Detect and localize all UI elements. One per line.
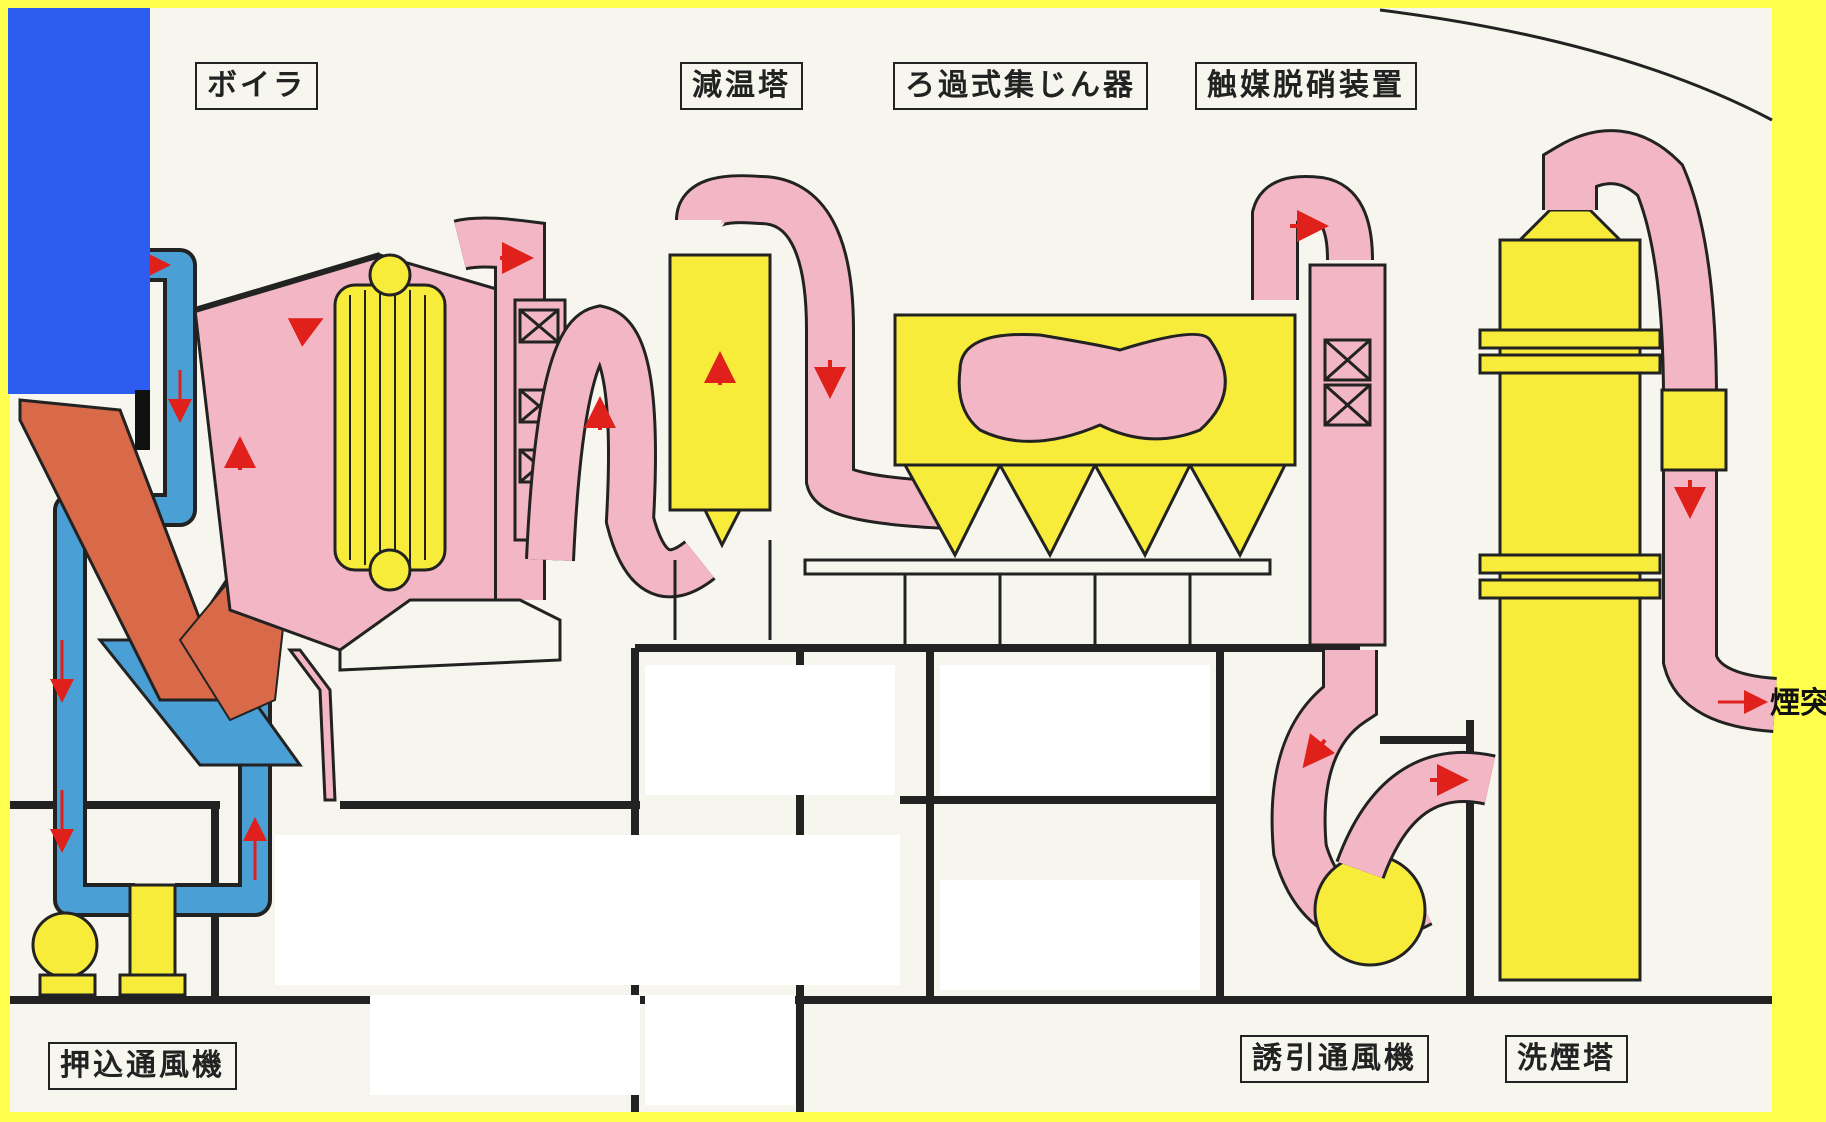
label-forced-draft-fan: 押込通風機 (48, 1042, 237, 1090)
forced-fan-body (128, 883, 177, 977)
label-denitrification: 触媒脱硝装置 (1195, 62, 1417, 110)
label-bag-filter: ろ過式集じん器 (893, 62, 1148, 110)
label-chimney: 煙突 (1770, 686, 1826, 721)
blue-mask (8, 8, 150, 390)
label-scrubber: 洗煙塔 (1505, 1035, 1628, 1083)
building-roof-curve (1379, 8, 1773, 122)
label-boiler: ボイラ (195, 62, 318, 110)
label-induced-draft-fan: 誘引通風機 (1240, 1035, 1429, 1083)
label-cooling-tower: 減温塔 (680, 62, 803, 110)
steam-drum (368, 253, 412, 297)
scrubber-tower (1498, 238, 1642, 982)
filter-bags (957, 332, 1227, 443)
boiler-drum-bank (333, 283, 447, 572)
masked-areas (275, 665, 1210, 1105)
reheater (1660, 388, 1728, 472)
filter-hoppers (902, 463, 1288, 559)
denitrification-reactor (1308, 263, 1387, 647)
forced-fan-motor (31, 911, 99, 979)
water-drum (368, 548, 412, 592)
building-structure (10, 644, 1772, 1112)
gas-flow-arrows (224, 210, 1706, 796)
